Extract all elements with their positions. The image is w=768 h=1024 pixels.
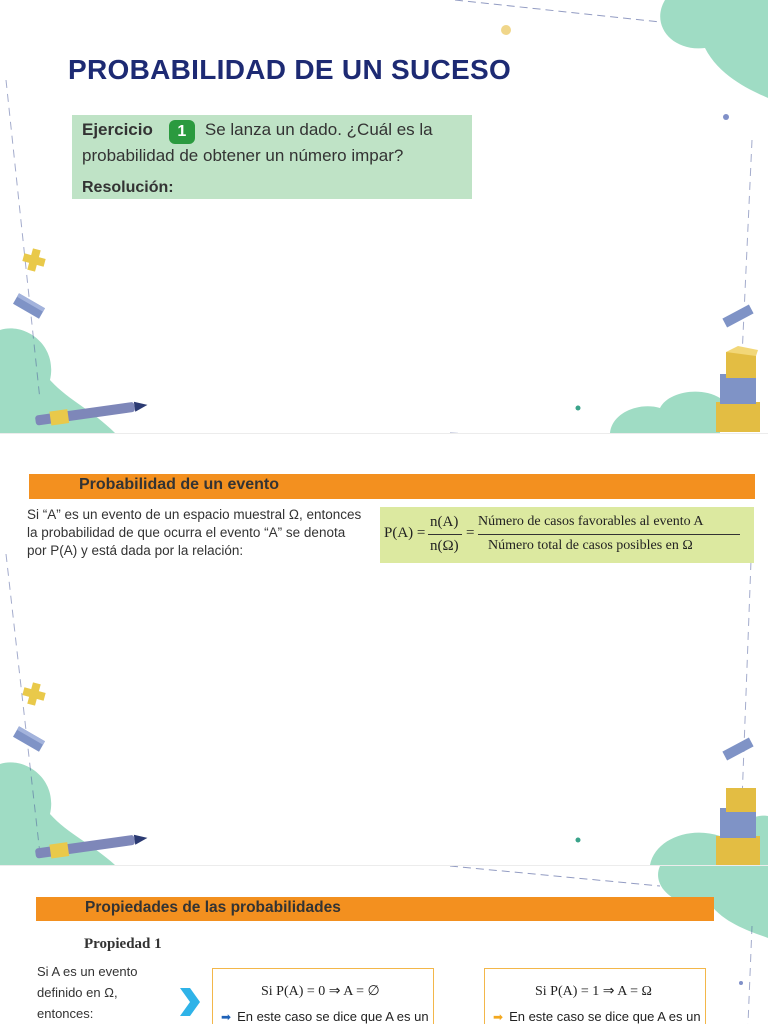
- property-text-line-2: definido en Ω,: [37, 985, 118, 1000]
- stacked-cubes-icon: [716, 788, 760, 865]
- formula-denominator-short: n(Ω): [430, 538, 459, 554]
- double-arrow-bullet-icon: ➡: [493, 1010, 504, 1024]
- mint-blob-top-right: [660, 0, 768, 98]
- definition-line-1: Si “A” es un evento de un espacio muestr…: [27, 507, 362, 522]
- formula-numerator-short: n(A): [430, 514, 459, 530]
- mint-blob-bottom-left: [0, 328, 115, 433]
- rule-formula: Si P(A) = 0 ⇒ A = ∅: [261, 984, 380, 999]
- pencil-icon: [35, 834, 148, 859]
- property-title: Propiedad 1: [84, 936, 162, 952]
- rule-note: ➡ En este caso se dice que A es un: [221, 1009, 429, 1024]
- section-header: Probabilidad de un evento: [79, 476, 280, 493]
- exercise-label: Ejercicio: [82, 120, 153, 139]
- rule-note-text: En este caso se dice que A es un: [509, 1009, 701, 1024]
- chevron-arrow-icon: [180, 988, 200, 1016]
- formula-denominator-long: Número total de casos posibles en Ω: [488, 538, 693, 553]
- rule-note: ➡ En este caso se dice que A es un: [493, 1009, 701, 1024]
- eraser-icon: [13, 726, 45, 752]
- slide-1-decoration: [0, 0, 768, 433]
- formula-numerator-long: Número de casos favorables al evento A: [478, 514, 704, 529]
- rule-box-one: Si P(A) = 1 ⇒ A = Ω ➡ En este caso se dic…: [484, 968, 706, 1024]
- fraction-bar: [428, 534, 462, 535]
- formula-equals: =: [466, 525, 475, 541]
- resolution-label: Resolución:: [82, 179, 174, 196]
- mint-blob-bottom-right: [610, 391, 720, 433]
- rule-box-zero: Si P(A) = 0 ⇒ A = ∅ ➡ En este caso se dic…: [212, 968, 434, 1024]
- slide-2: Probabilidad de un evento Si “A” es un e…: [0, 434, 768, 865]
- slide-2-decoration: [0, 533, 768, 865]
- formula-lhs: P(A) =: [384, 525, 426, 541]
- section-header-bar: [29, 474, 755, 499]
- eraser-icon: [13, 293, 45, 319]
- section-header: Propiedades de las probabilidades: [85, 899, 341, 916]
- rule-note-text: En este caso se dice que A es un: [237, 1009, 429, 1024]
- page-title: PROBABILIDAD DE UN SUCESO: [68, 54, 512, 85]
- fraction-bar: [478, 534, 740, 535]
- exercise-number-badge: 1: [168, 120, 195, 144]
- definition-line-2: la probabilidad de que ocurra el evento …: [27, 525, 346, 540]
- section-header-bar: [36, 897, 714, 921]
- plus-icon: [22, 682, 46, 706]
- eraser-icon: [722, 737, 754, 761]
- slide-3: Propiedades de las probabilidades Propie…: [0, 866, 768, 1024]
- exercise-question-start: Se lanza un dado. ¿Cuál es la: [204, 120, 433, 139]
- stacked-cubes-icon: [716, 346, 760, 432]
- exercise-line-1: Ejercicio 1 Se lanza un dado. ¿Cuál es la: [82, 120, 433, 144]
- slide-1: PROBABILIDAD DE UN SUCESO Ejercicio 1 Se l…: [0, 0, 768, 433]
- probability-formula: P(A) = n(A) n(Ω) = Número de casos favor…: [380, 507, 754, 563]
- exercise-question-end: probabilidad de obtener un número impar?: [82, 146, 404, 165]
- pencil-icon: [35, 401, 148, 426]
- plus-icon: [22, 248, 46, 272]
- definition-line-3: por P(A) y está dada por la relación:: [27, 543, 244, 558]
- property-text-line-3: entonces:: [37, 1006, 94, 1021]
- property-text-line-1: Si A es un evento: [37, 964, 138, 979]
- eraser-icon: [722, 304, 754, 328]
- rule-formula: Si P(A) = 1 ⇒ A = Ω: [535, 984, 652, 999]
- double-arrow-bullet-icon: ➡: [221, 1010, 232, 1024]
